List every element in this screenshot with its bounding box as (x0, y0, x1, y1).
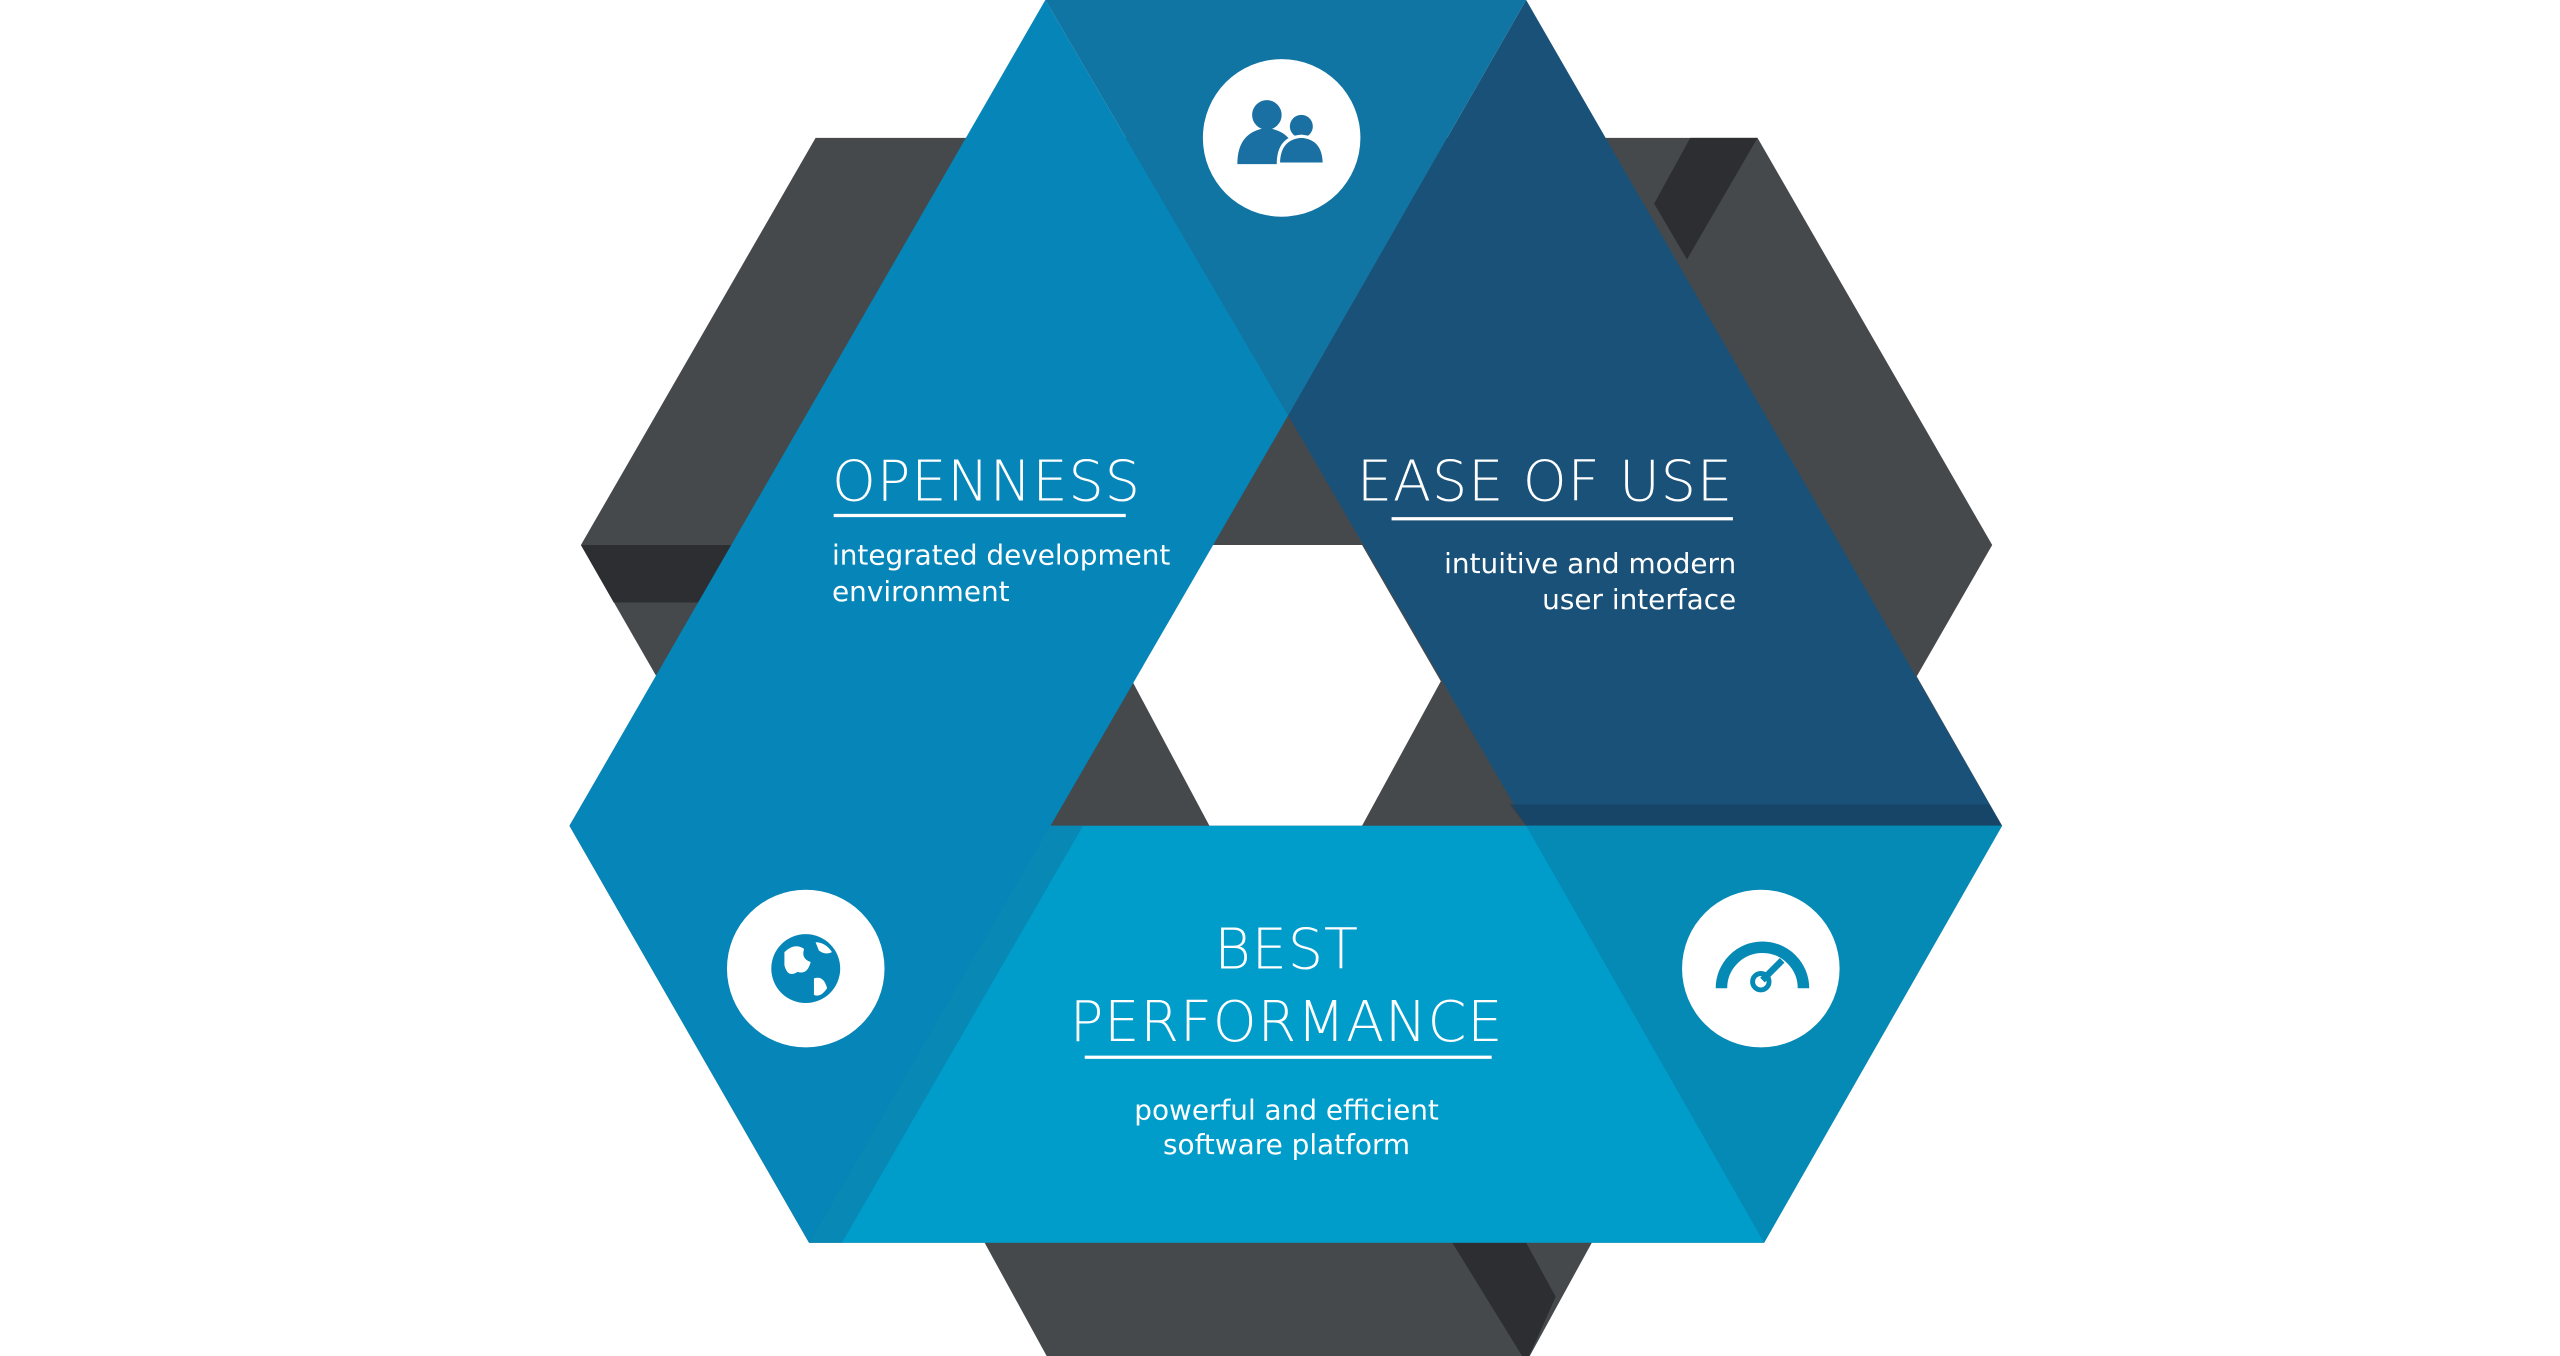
speedometer-icon (1715, 941, 1810, 993)
performance-line-1: powerful and efficient (1134, 1094, 1439, 1127)
ease-of-use-title: EASE OF USE (1357, 450, 1733, 515)
performance-title-1: BEST (1214, 918, 1359, 983)
ease-of-use-line-2: user interface (1542, 583, 1736, 616)
center-hole (1132, 545, 1441, 826)
users-icon-badge (1202, 59, 1361, 217)
openness-line-2: environment (832, 575, 1010, 608)
dark-fold-right (1654, 137, 1758, 260)
speedometer-icon-badge (1682, 889, 1840, 1048)
globe-icon-badge (726, 889, 885, 1048)
ease-of-use-line-1: intuitive and modern (1444, 547, 1736, 580)
dark-fold-bottom (1452, 1242, 1556, 1356)
users-icon (1237, 100, 1326, 166)
band-shadow (1509, 804, 2003, 826)
openness-title: OPENNESS (832, 450, 1141, 515)
band-fold-shadow (809, 825, 1084, 1243)
openness-line-1: integrated development (832, 539, 1170, 572)
performance-title-2: PERFORMANCE (1070, 990, 1504, 1055)
dark-fold-left (580, 545, 734, 603)
band-ease-of-use (1288, 0, 2003, 826)
performance-line-2: software platform (1163, 1128, 1410, 1161)
globe-icon (771, 934, 841, 1004)
